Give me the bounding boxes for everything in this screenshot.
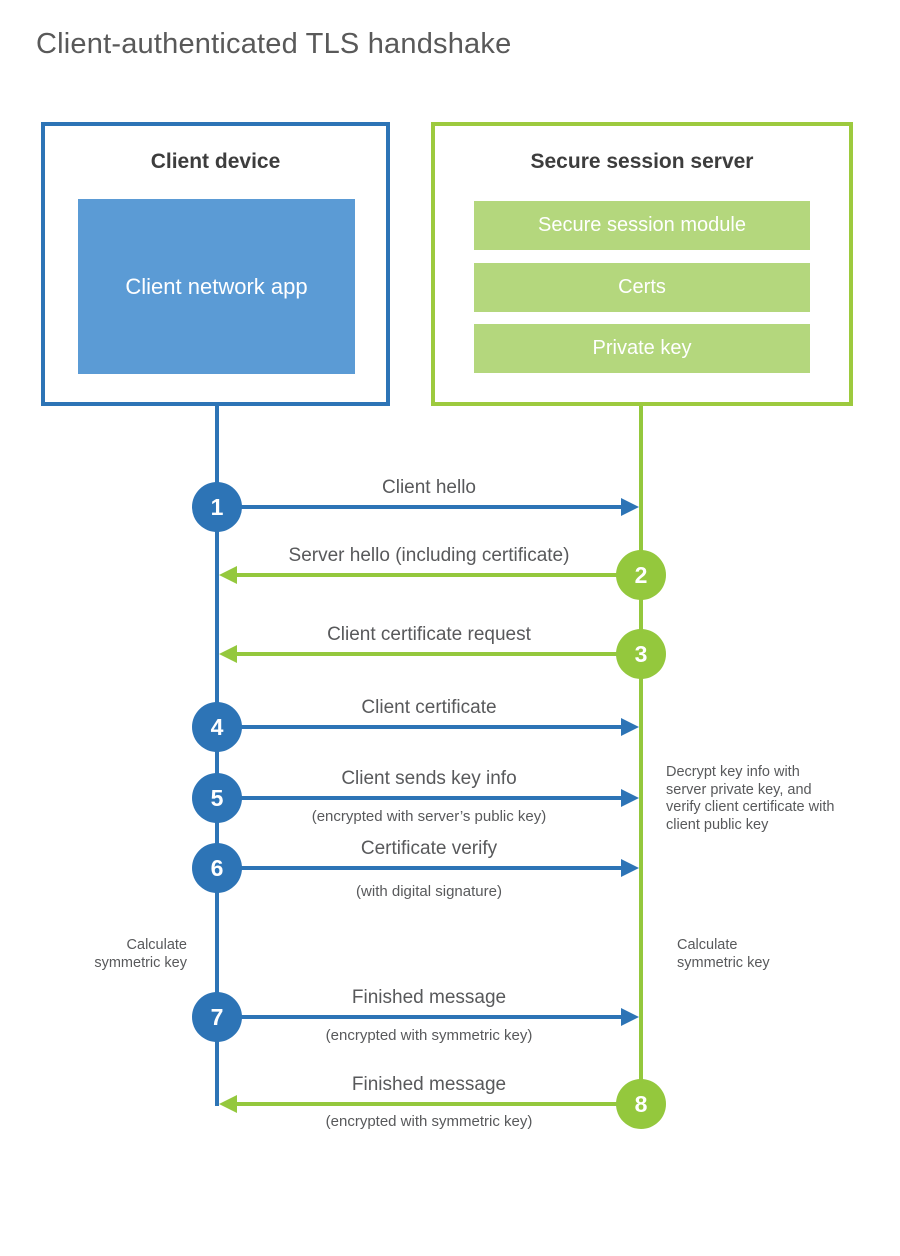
module-bar-certs: Certs (474, 263, 810, 312)
page-title: Client-authenticated TLS handshake (36, 28, 512, 60)
note-calculate-symmetric-key-server: Calculate symmetric key (677, 937, 770, 971)
message-arrow-line (219, 725, 623, 729)
arrow-head-right-icon (621, 859, 639, 877)
client-lifeline (215, 406, 219, 1106)
client-network-app-label: Client network app (125, 273, 308, 299)
step-circle-4: 4 (192, 702, 242, 752)
message-sublabel: (encrypted with server’s public key) (311, 808, 547, 825)
client-network-app-box: Client network app (78, 199, 355, 374)
message-arrow-line (237, 573, 641, 577)
arrow-head-left-icon (219, 645, 237, 663)
step-circle-8: 8 (616, 1079, 666, 1129)
module-bar-private-key: Private key (474, 324, 810, 373)
message-arrow-line (219, 796, 623, 800)
server-lifeline (639, 406, 643, 1104)
message-arrow-line (237, 652, 641, 656)
message-arrow-line (237, 1102, 641, 1106)
message-sublabel: (encrypted with symmetric key) (325, 1027, 533, 1044)
message-arrow-line (219, 866, 623, 870)
message-label: Server hello (including certificate) (288, 545, 570, 566)
message-sublabel: (with digital signature) (356, 883, 502, 900)
message-label: Client sends key info (341, 768, 517, 789)
arrow-head-right-icon (621, 718, 639, 736)
message-label: Finished message (351, 987, 507, 1008)
note-calculate-symmetric-key-client: Calculate symmetric key (94, 937, 187, 971)
message-label: Client certificate (361, 697, 497, 718)
message-label: Client hello (382, 477, 476, 498)
note-decrypt-key-info: Decrypt key info with server private key… (666, 764, 835, 834)
arrow-head-left-icon (219, 1095, 237, 1113)
message-label: Client certificate request (327, 624, 531, 645)
arrow-head-right-icon (621, 789, 639, 807)
client-device-title: Client device (150, 150, 281, 173)
step-circle-7: 7 (192, 992, 242, 1042)
step-circle-6: 6 (192, 843, 242, 893)
message-arrow-line (219, 505, 623, 509)
arrow-head-right-icon (621, 498, 639, 516)
step-circle-5: 5 (192, 773, 242, 823)
module-bar-secure-session-module: Secure session module (474, 201, 810, 250)
message-label: Finished message (351, 1074, 507, 1095)
arrow-head-left-icon (219, 566, 237, 584)
message-sublabel: (encrypted with symmetric key) (325, 1113, 533, 1130)
message-label: Certificate verify (360, 838, 498, 859)
step-circle-1: 1 (192, 482, 242, 532)
step-circle-2: 2 (616, 550, 666, 600)
step-circle-3: 3 (616, 629, 666, 679)
arrow-head-right-icon (621, 1008, 639, 1026)
secure-session-server-title: Secure session server (530, 150, 754, 173)
message-arrow-line (219, 1015, 623, 1019)
